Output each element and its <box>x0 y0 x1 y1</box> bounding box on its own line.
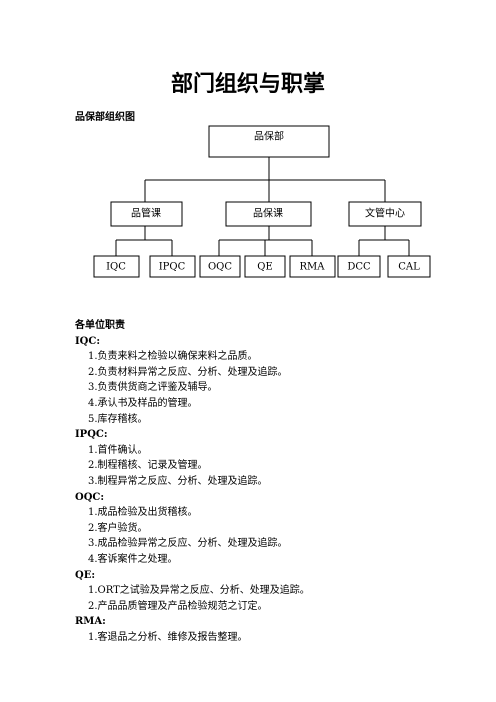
org-connectors <box>115 157 410 256</box>
svg-text:RMA: RMA <box>300 262 326 273</box>
section-heading-oqc: OQC: <box>75 491 105 503</box>
org-node-dcc: DCC <box>337 255 381 278</box>
org-node-rma: RMA <box>289 255 336 278</box>
svg-text:QE: QE <box>257 262 273 273</box>
svg-text:品保部: 品保部 <box>254 130 284 143</box>
org-node-oqc: OQC <box>199 255 241 278</box>
org-node-root: 品保部 <box>208 125 330 158</box>
list-item: 1.成品检验及出货稽核。 <box>88 507 198 519</box>
org-node-cal: CAL <box>387 255 431 278</box>
list-item: 4.客诉案件之处理。 <box>88 553 178 565</box>
svg-text:品管课: 品管课 <box>131 207 161 220</box>
list-item: 3.制程异常之反应、分析、处理及追踪。 <box>88 475 268 487</box>
svg-text:DCC: DCC <box>347 262 371 273</box>
list-item: 5.库存稽核。 <box>88 413 148 425</box>
org-node-qc-section: 品管课 <box>110 201 183 227</box>
list-item: 1.首件确认。 <box>88 444 148 456</box>
list-item: 2.产品品质管理及产品检验规范之订定。 <box>88 600 268 612</box>
list-item: 1.客退品之分析、维修及报告整理。 <box>88 631 248 643</box>
svg-text:文管中心: 文管中心 <box>365 207 405 220</box>
section-heading-rma: RMA: <box>75 616 106 628</box>
svg-text:CAL: CAL <box>398 262 420 273</box>
svg-text:OQC: OQC <box>208 262 232 273</box>
list-item: 2.制程稽核、记录及管理。 <box>88 460 208 472</box>
list-item: 3.成品检验异常之反应、分析、处理及追踪。 <box>88 538 288 550</box>
section-heading-ipqc: IPQC: <box>75 429 108 441</box>
list-item: 2.客户验货。 <box>88 522 148 534</box>
org-node-iqc: IQC <box>93 255 140 278</box>
responsibilities: 各单位职责 IQC: 1.负责来料之检验以确保来料之品质。 2.负责材料异常之反… <box>75 318 310 645</box>
list-item: 2.负责材料异常之反应、分析、处理及追踪。 <box>88 366 288 378</box>
org-chart-heading: 品保部组织图 <box>75 112 135 123</box>
list-item: 4.承认书及样品的管理。 <box>88 397 198 409</box>
page-title: 部门组织与职掌 <box>170 72 325 97</box>
org-node-doc-center: 文管中心 <box>348 201 422 227</box>
org-node-ipqc: IPQC <box>149 255 196 278</box>
org-node-qe: QE <box>244 255 286 278</box>
section-heading-iqc: IQC: <box>75 335 101 347</box>
list-item: 1.负责来料之检验以确保来料之品质。 <box>88 351 258 363</box>
list-item: 1.ORT之试验及异常之反应、分析、处理及追踪。 <box>88 585 310 597</box>
svg-text:品保课: 品保课 <box>253 207 283 220</box>
svg-text:IQC: IQC <box>106 262 126 273</box>
list-item: 3.负责供货商之评鉴及辅导。 <box>88 382 218 394</box>
org-chart: 品保部 品管课 品保课 文管中心 IQC IPQC OQC QE RMA DCC… <box>93 125 431 278</box>
responsibilities-heading: 各单位职责 <box>75 320 125 331</box>
org-node-qa-section: 品保课 <box>225 201 312 227</box>
svg-text:IPQC: IPQC <box>159 262 186 273</box>
section-heading-qe: QE: <box>75 569 96 581</box>
